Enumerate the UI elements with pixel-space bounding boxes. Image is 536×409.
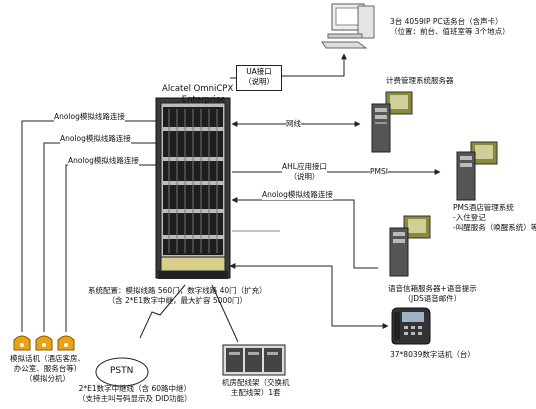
ua-interface-box: UA接口 （说明） [236, 65, 282, 91]
system-name: Alcatel OmniCPX Enterprise [162, 84, 234, 105]
analog-line-label-2: Anolog模拟线路连接 [60, 134, 131, 144]
server-top-label: 计费管理系统服务器 [386, 76, 454, 85]
pstn-label: PSTN [110, 366, 134, 376]
analog-line-label-1: Anolog模拟线路连接 [54, 112, 125, 122]
main-switch-rack [155, 97, 231, 279]
pc-label: 3台 4059IP PC话务台（含声卡） （位置：前台、值班室等 3个地点） [390, 17, 510, 36]
analog-phones-icon [13, 335, 75, 351]
pmsi-label: PMSI [370, 167, 388, 177]
ahl-label: AHL应用接口 （说明） [282, 162, 327, 182]
pms-label: PMS酒店管理系统 -入住登记 -叫醒服务（唤醒系统）等 [453, 203, 536, 232]
pstn-line [139, 284, 186, 339]
analog-right-line [231, 197, 378, 269]
digital-phone-icon [391, 307, 431, 345]
billing-server-icon [371, 91, 413, 153]
analog-line-3 [65, 164, 160, 332]
analog-right-label: Anolog模拟线路连接 [262, 190, 333, 200]
pstn-cloud [95, 357, 149, 387]
pstn-caption: 2*E1数字中继线（含 60路中继） （支持主叫号码显示及 DID功能） [78, 384, 192, 403]
distribution-frame-icon [222, 344, 286, 376]
frame-line [211, 284, 239, 343]
analog-phones-label: 模拟话机（酒店客房、 办公室、服务台等） （模拟分机） [10, 354, 85, 383]
capacity-label: 系统配置：模拟线路 560门，数字线路 40门（扩充） （含 2*E1数字中继，… [88, 286, 267, 305]
pc-workstation-icon [321, 3, 375, 49]
ua-to-pc-line [280, 53, 347, 77]
phone-line [229, 263, 389, 329]
distribution-frame-label: 机房配线架（交换机 主配线架）1套 [222, 378, 290, 397]
analog-line-label-3: Anolog模拟线路连接 [68, 156, 139, 166]
jds-label: 语音信箱服务器+语音提示 （JDS语音邮件） [388, 284, 477, 303]
lan-label: 网线 [286, 119, 301, 129]
phone-label: 37*8039数字话机（台） [390, 350, 475, 359]
pms-server-icon [456, 141, 498, 201]
voicemail-server-icon [389, 215, 431, 277]
